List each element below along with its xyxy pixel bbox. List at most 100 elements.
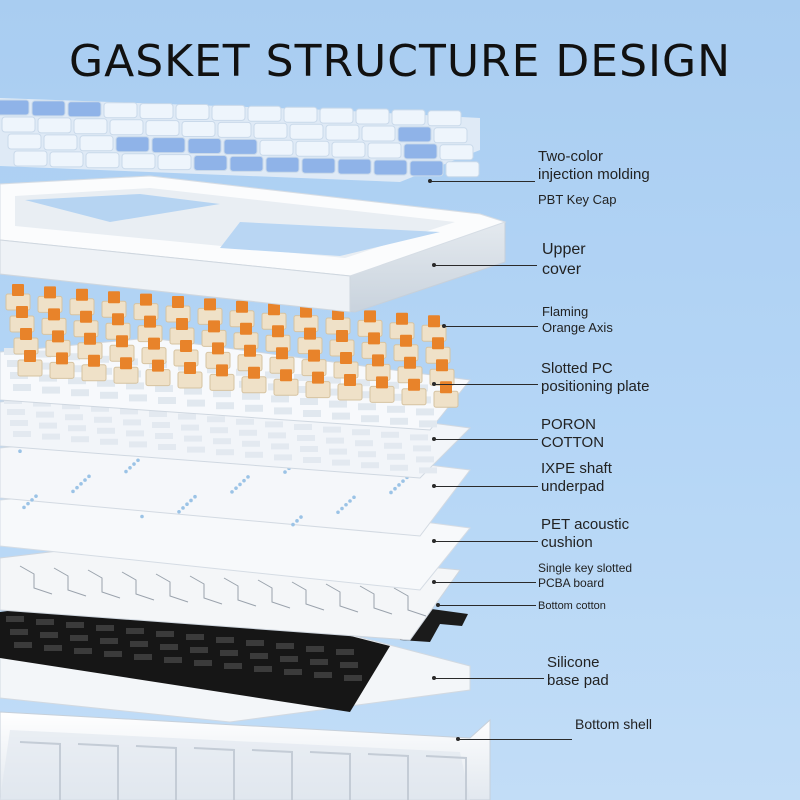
switch-stem — [400, 334, 412, 347]
ixpe-dot — [136, 458, 140, 463]
plate-slot — [33, 350, 51, 358]
ixpe-dot — [34, 494, 38, 498]
keycap — [115, 136, 150, 153]
plate-slot — [265, 371, 283, 379]
pcb-slot — [216, 637, 234, 643]
switch-stem — [172, 296, 184, 308]
pcb-trace — [189, 575, 223, 605]
plate-slot — [236, 368, 254, 376]
shell-rib — [425, 755, 467, 800]
keycap — [361, 125, 396, 142]
plate-slot — [126, 382, 144, 390]
switch-housing — [273, 378, 299, 396]
pcb-black-layer — [0, 590, 390, 712]
switch-layer — [5, 284, 459, 408]
poron-slot — [387, 453, 405, 460]
plate-slot — [158, 397, 176, 404]
poron-slot — [181, 424, 199, 431]
switch-housing — [49, 361, 75, 379]
plate-slot — [216, 402, 234, 410]
poron-slot — [68, 425, 86, 432]
keycap — [355, 108, 390, 125]
pcb-slot — [314, 672, 332, 678]
leader-line — [434, 678, 544, 679]
ixpe-dot — [283, 470, 287, 474]
poron-slot — [91, 405, 109, 412]
keycap — [139, 103, 174, 120]
pcb-trace — [325, 583, 359, 613]
keycap — [49, 151, 84, 168]
keycap — [151, 137, 186, 154]
poron-slot — [187, 446, 205, 453]
pcb-slot — [14, 642, 32, 648]
ixpe-dot — [344, 502, 348, 507]
pcb-slot — [306, 646, 324, 652]
poron-slot — [239, 429, 257, 436]
ixpe-dot — [348, 499, 352, 503]
pcb-slot — [40, 632, 58, 638]
switch-housing — [113, 366, 139, 384]
plate-slot — [187, 399, 205, 407]
label-pbt-keycap: PBT Key Cap — [538, 192, 617, 207]
switch-stem — [396, 312, 408, 325]
ixpe-dot — [234, 486, 238, 490]
ixpe-dot — [132, 462, 136, 466]
pcb-slot — [186, 634, 204, 640]
poron-slot — [33, 400, 51, 407]
keycap — [103, 102, 138, 119]
poron-slot — [271, 443, 289, 450]
pcb-slot — [276, 643, 294, 649]
pcb-slot — [134, 654, 152, 660]
keycap — [217, 121, 252, 138]
keycap-layer — [0, 98, 480, 182]
switch-housing — [433, 390, 459, 408]
switch-stem — [408, 378, 420, 391]
ixpe-dot — [246, 475, 250, 479]
switch-housing — [17, 359, 43, 377]
poron-slot — [213, 438, 231, 445]
pcb-slot — [224, 663, 242, 669]
plate-slot — [326, 388, 344, 396]
plate-slot — [355, 391, 373, 399]
keycap — [427, 110, 462, 127]
pcb-slot — [6, 616, 24, 622]
switch-stem — [240, 322, 252, 335]
plate-slot — [155, 385, 173, 392]
pcb-slot — [250, 653, 268, 659]
switch-stem — [304, 327, 316, 340]
switch-housing — [177, 371, 203, 389]
switch-housing — [145, 369, 171, 387]
switch-stem — [184, 362, 196, 374]
pcb-slot — [246, 640, 264, 646]
switch-stem — [368, 332, 380, 345]
pcb-slot — [254, 666, 272, 672]
plate-slot — [39, 374, 57, 382]
poron-slot — [216, 449, 234, 456]
switch-stem — [80, 310, 92, 323]
switch-stem — [364, 310, 376, 323]
keycap — [367, 142, 402, 159]
switch-stem — [344, 374, 356, 386]
ixpe-dot — [18, 449, 22, 454]
pcb-trace — [19, 565, 53, 595]
ixpe-dot — [30, 498, 34, 502]
poron-slot — [207, 416, 225, 423]
plate-slot — [242, 392, 260, 400]
switch-stem — [428, 315, 440, 328]
pcb-slot — [130, 641, 148, 647]
poron-slot — [120, 408, 138, 415]
poron-slot — [410, 434, 428, 441]
keycap — [175, 104, 210, 120]
ixpe-dot — [87, 474, 91, 479]
switch-stem — [268, 303, 280, 316]
leader-line — [434, 486, 538, 487]
switch-stem — [176, 318, 188, 330]
pcb-trace — [87, 569, 121, 599]
upper-cover-layer — [0, 175, 507, 313]
keycap — [79, 135, 114, 152]
leader-line — [458, 739, 572, 740]
switch-stem — [272, 325, 284, 338]
ixpe-dot — [393, 486, 397, 491]
plate-slot — [13, 384, 31, 391]
shell-rib — [77, 743, 119, 800]
